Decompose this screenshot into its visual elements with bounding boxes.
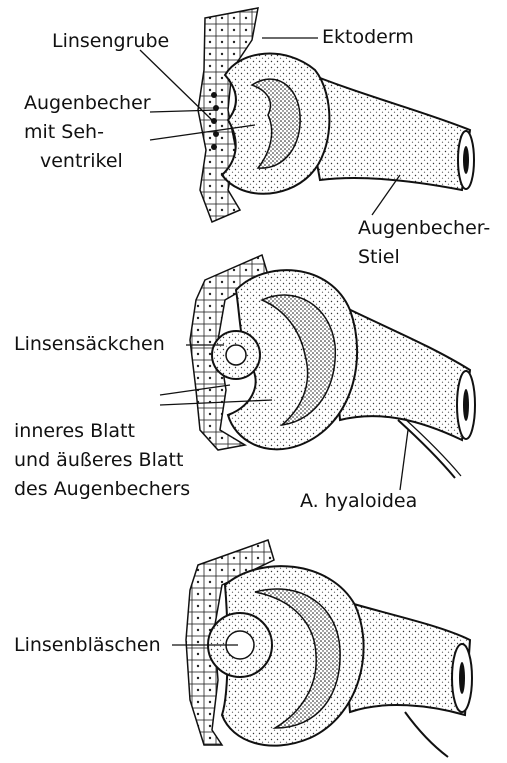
label-ektoderm: Ektoderm: [322, 26, 414, 48]
label-augenbecher-2: mit Seh-: [24, 121, 104, 143]
stage-3-optic-cup: [186, 540, 472, 757]
label-blatt-2: und äußeres Blatt: [14, 449, 183, 471]
hyaloid-artery-3: [405, 712, 448, 757]
label-linsengrube: Linsengrube: [52, 30, 169, 52]
label-blatt-3: des Augenbechers: [14, 478, 190, 500]
label-hyaloidea: A. hyaloidea: [300, 490, 417, 512]
label-linsenblaeschen: Linsenbläschen: [14, 634, 161, 656]
label-augenbecher-1: Augenbecher: [24, 92, 151, 114]
label-stiel-1: Augenbecher-: [358, 217, 490, 239]
label-augenbecher-3: ventrikel: [40, 150, 123, 172]
label-linsensaeckchen: Linsensäckchen: [14, 333, 165, 355]
stage-2-optic-cup: [190, 255, 475, 478]
label-stiel-2: Stiel: [358, 246, 400, 268]
label-blatt-1: inneres Blatt: [14, 420, 135, 442]
